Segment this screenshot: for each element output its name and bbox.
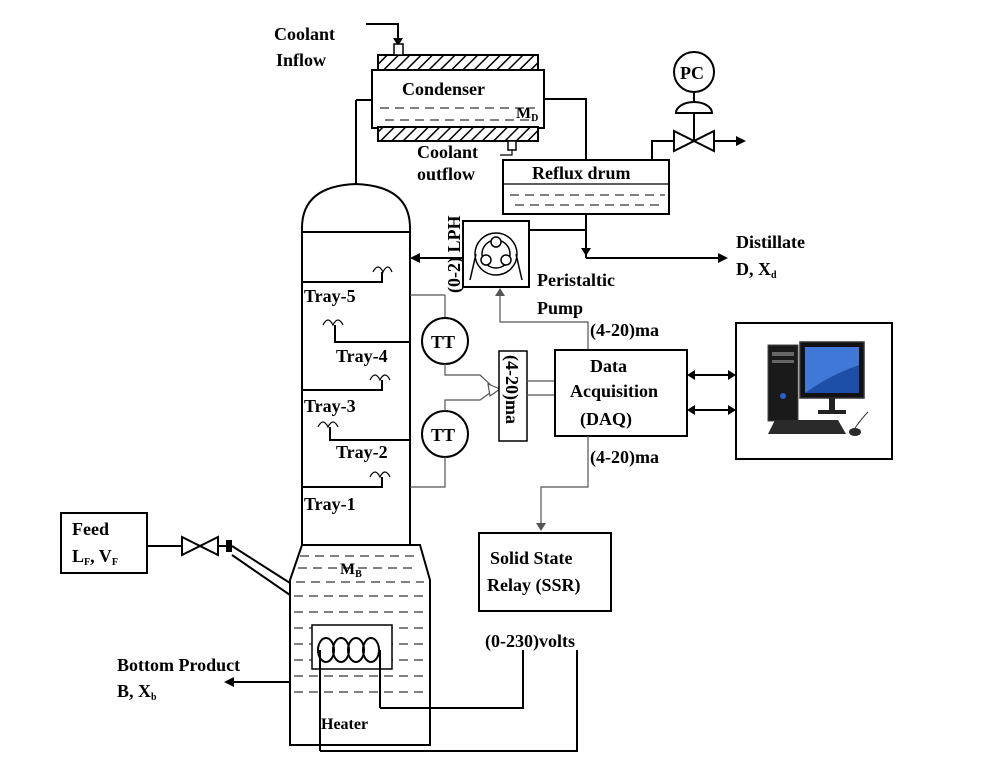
coolant-outflow-label-1: Coolant [417,142,478,162]
distillate-label-2: D, Xd [736,259,777,281]
tt-upper-label: TT [431,332,455,352]
gate-valve-icon [673,129,697,153]
coolant-outflow-label-2: outflow [417,164,475,184]
tt-lower-label: TT [431,425,455,445]
heater-label: Heater [321,716,368,733]
reboiler-holdup-label: MB [340,561,362,580]
heater-coil [317,637,380,663]
feed-label-1: Feed [72,519,109,539]
daq-box: Data Acquisition (DAQ) [554,349,688,437]
condensate-line [544,98,587,160]
condenser: Condenser MD [371,54,545,142]
feed-label-2: LF, VF [72,546,118,568]
heater-wire-2 [320,650,578,752]
bottom-product: Bottom Product B, Xb [117,655,290,703]
signal-bottom-label: (4-20)ma [590,447,659,468]
pump-label-2: Pump [537,298,583,318]
reboiler: MB Heater [289,544,431,751]
pump-label-1: Peristaltic [537,270,615,290]
ssr-signal-line [540,436,589,525]
coolant-inflow-label-1: Coolant [274,24,335,44]
reflux-drum: Reflux drum [502,159,670,215]
daq-computer-link [687,370,736,415]
coolant-inflow-label-2: Inflow [276,50,326,70]
voltage-label: (0-230)volts [485,631,575,652]
desktop-computer-icon [735,322,893,460]
distillate-line: Distillate D, Xd [581,214,805,281]
pump-signal-line [499,294,589,350]
signal-mid-box [498,350,528,442]
distillate-label-1: Distillate [736,232,805,252]
pressure-controller-label: PC [680,63,704,83]
tray-1-label: Tray-1 [304,494,356,514]
condenser-label: Condenser [402,79,485,99]
tray-3-label: Tray-3 [304,396,356,416]
tray-4-label: Tray-4 [336,346,388,366]
tray-5-label: Tray-5 [304,286,356,306]
signal-top-label: (4-20)ma [590,320,659,341]
peristaltic-pump-icon [469,232,523,281]
signal-mid-label: (4-20)ma [501,355,522,424]
coolant-inflow: Coolant Inflow [274,23,404,70]
temperature-transmitters: TT TT [410,294,502,488]
heater-wire-1 [380,650,524,709]
bottom-product-label-2: B, Xb [117,681,157,703]
coolant-outflow: Coolant outflow [417,140,517,184]
pressure-control: PC [651,51,746,160]
ssr-box: Solid State Relay (SSR) [478,532,612,612]
ssr-label-2: Relay (SSR) [487,575,581,596]
feed: Feed LF, VF [60,512,291,596]
daq-label-1: Data [590,356,627,376]
condenser-holdup-label: MD [516,105,538,124]
reflux-drum-label: Reflux drum [532,163,631,183]
tray-2-label: Tray-2 [336,442,388,462]
daq-label-3: (DAQ) [580,409,632,430]
distillation-column: Tray-5 Tray-4 Tray-3 Tray-2 Tray-1 [301,99,411,545]
peristaltic-pump: (0-2) LPH Peristaltic Pump [444,216,615,318]
daq-label-2: Acquisition [570,381,658,401]
ssr-label-1: Solid State [490,548,573,568]
bottom-product-label-1: Bottom Product [117,655,240,675]
pump-range-label: (0-2) LPH [444,216,465,293]
